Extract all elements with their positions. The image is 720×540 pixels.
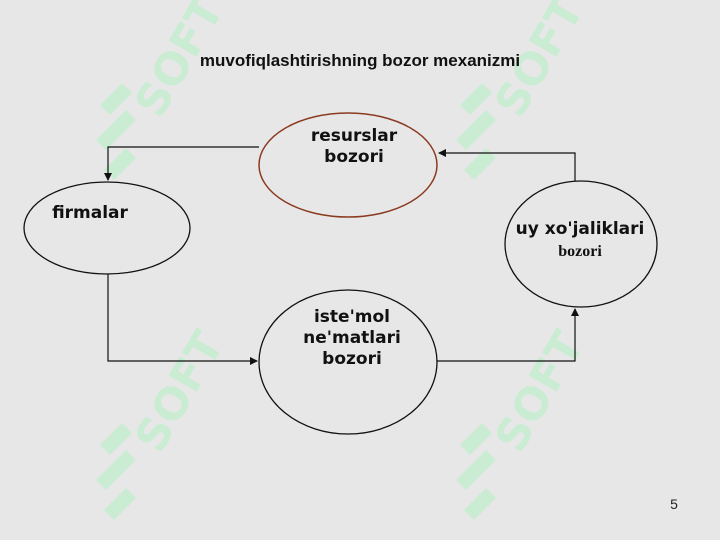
resources-market-line1: resurslar: [310, 126, 398, 146]
consumer-goods-market-label: iste'mol ne'matlari bozori: [292, 307, 412, 370]
households-line1: uy xo'jaliklari: [515, 219, 645, 239]
households-line2: bozori: [558, 243, 602, 260]
arrow-resources-to-firms: [104, 146, 259, 181]
firms-ellipse: [23, 181, 191, 275]
resources-market-label: resurslar bozori: [294, 126, 414, 168]
goods-market-line2: ne'matlari: [303, 328, 401, 348]
goods-market-line3: bozori: [322, 349, 382, 369]
page-number: 5: [670, 496, 678, 512]
resources-market-line2: bozori: [324, 147, 384, 167]
arrow-firms-to-goods-market: [107, 274, 258, 365]
firms-label: firmalar: [52, 203, 128, 223]
resources-market-ellipse: [258, 112, 438, 218]
arrow-households-to-resources: [438, 149, 576, 181]
consumer-goods-market-ellipse: [258, 289, 438, 435]
diagram-title: muvofiqlashtirishning bozor mexanizmi: [199, 51, 521, 70]
goods-market-line1: iste'mol: [313, 307, 391, 327]
arrow-goods-market-to-households: [437, 308, 579, 362]
households-ellipse: [504, 180, 658, 308]
households-label: uy xo'jaliklari bozori: [508, 219, 652, 262]
